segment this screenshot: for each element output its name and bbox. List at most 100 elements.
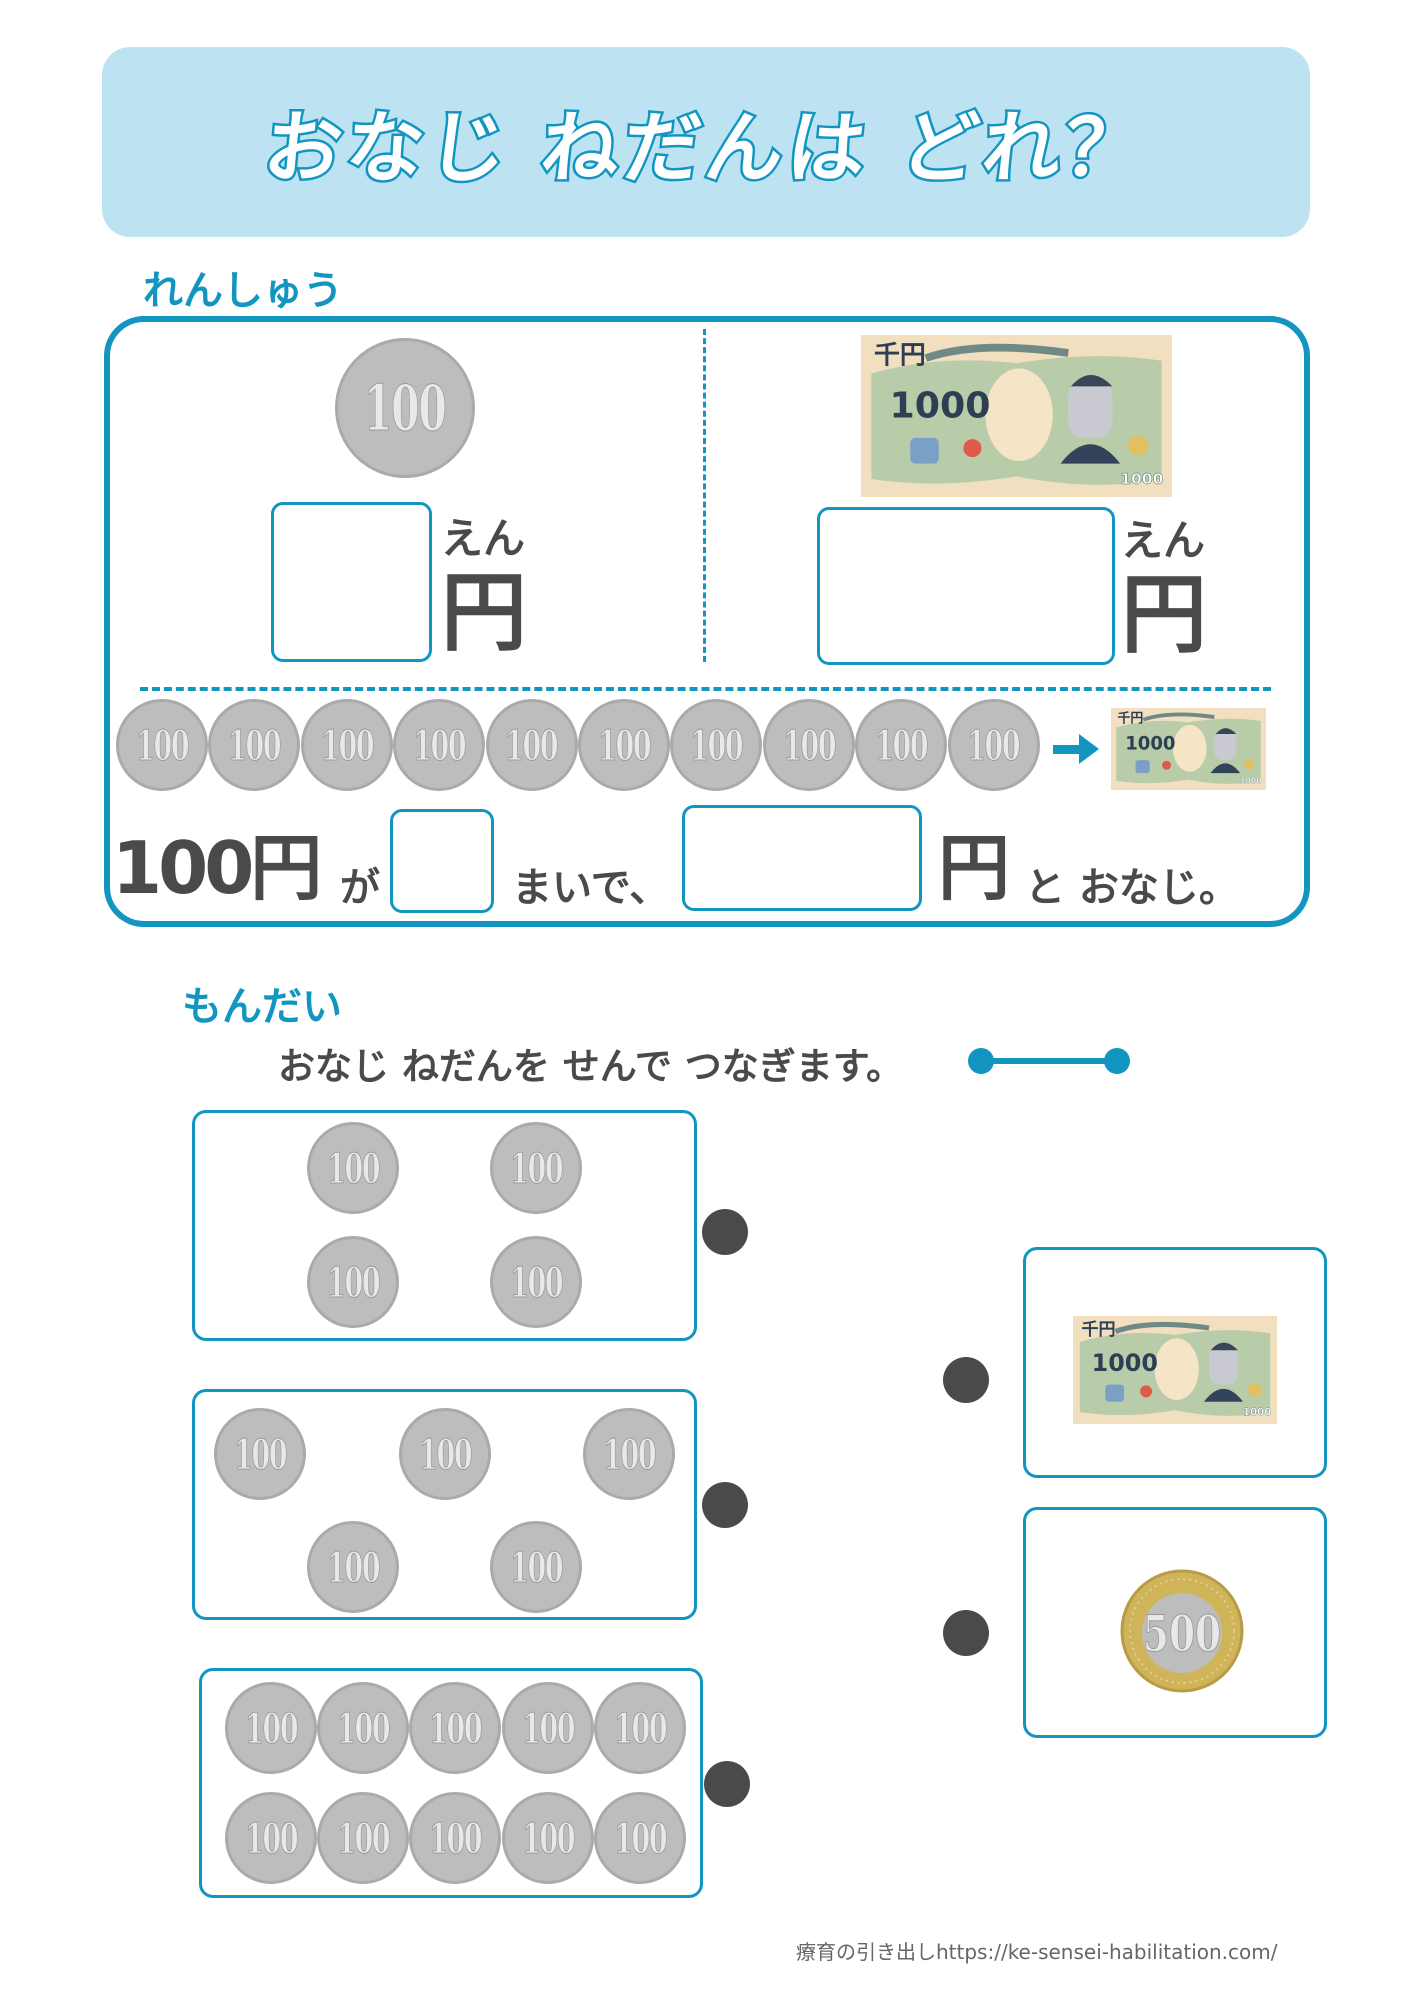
coin-100-icon: 100 <box>855 699 948 791</box>
coin-100-icon: 100 <box>490 1122 582 1214</box>
sentence-ga: が <box>340 865 380 911</box>
bill-value-label: 1000 <box>1125 734 1175 755</box>
coin-100-icon: 100 <box>409 1792 501 1884</box>
coin-100-label: 100 <box>521 1703 576 1753</box>
bill-kanji-label: 千円 <box>1082 1320 1116 1340</box>
coin-100-icon: 100 <box>335 338 475 478</box>
coin-100-icon: 100 <box>317 1792 409 1884</box>
yen-label: 円 <box>441 563 527 663</box>
coin-100-label: 100 <box>418 1429 473 1479</box>
coin-100-icon: 100 <box>300 699 393 791</box>
coin-100-icon: 100 <box>317 1682 409 1774</box>
coin-100-icon: 100 <box>307 1521 399 1613</box>
connect-dot-left-1[interactable] <box>702 1209 748 1255</box>
coin-100-icon: 100 <box>670 699 763 791</box>
coin-100-label: 100 <box>326 1542 381 1592</box>
coin-100-label: 100 <box>320 720 374 770</box>
connect-dot-left-3[interactable] <box>704 1761 750 1807</box>
coin-100-icon: 100 <box>307 1122 399 1214</box>
connect-dot-right-2[interactable] <box>943 1610 989 1656</box>
coin-100-label: 100 <box>597 720 652 770</box>
bill-kanji-label: 千円 <box>874 340 926 370</box>
coin-100-label: 100 <box>428 1703 483 1753</box>
divider-horizontal <box>140 687 1271 691</box>
arrow-right-icon <box>1053 734 1099 764</box>
coin-100-icon: 100 <box>485 699 578 791</box>
coin-100-label: 100 <box>364 371 448 446</box>
coin-100-label: 100 <box>244 1813 299 1863</box>
coin-100-icon: 100 <box>208 699 301 791</box>
coin-100-label: 100 <box>613 1703 668 1753</box>
en-reading: えん <box>1121 516 1206 565</box>
coin-100-label: 100 <box>413 720 467 770</box>
coin-100-icon: 100 <box>399 1408 491 1500</box>
en-reading: えん <box>441 514 526 563</box>
coin-100-icon: 100 <box>502 1682 594 1774</box>
answer-box-coin[interactable] <box>271 502 432 662</box>
choice-card-400 <box>192 1110 697 1341</box>
coin-100-label: 100 <box>336 1813 391 1863</box>
practice-heading: れんしゅう <box>143 268 343 314</box>
coin-100-icon: 100 <box>594 1792 686 1884</box>
bill-1000-icon: 千円 1000 1000 <box>1073 1316 1277 1424</box>
instruction-text: おなじ ねだんを せんで つなぎます。 <box>278 1045 904 1088</box>
choice-card-500 <box>192 1389 697 1620</box>
coin-100-icon: 100 <box>116 699 208 791</box>
coin-100-icon: 100 <box>393 699 486 791</box>
coin-100-icon: 100 <box>583 1408 675 1500</box>
coin-100-icon: 100 <box>502 1792 594 1884</box>
coin-100-icon: 100 <box>490 1236 582 1328</box>
sentence-maide: まいで、 <box>512 865 670 911</box>
sentence-amount: 100円 <box>112 826 322 910</box>
target-card-1000-bill <box>1023 1247 1327 1478</box>
coin-100-label: 100 <box>135 720 190 770</box>
coin-100-icon: 100 <box>762 699 855 791</box>
yen-label: 円 <box>1121 565 1207 665</box>
coin-100-label: 100 <box>521 1813 576 1863</box>
target-card-500-coin <box>1023 1507 1327 1738</box>
coin-100-label: 100 <box>690 720 744 770</box>
divider-vertical <box>703 329 706 662</box>
coin-100-label: 100 <box>233 1429 288 1479</box>
coin-100-icon: 100 <box>578 699 670 791</box>
coin-100-icon: 100 <box>409 1682 501 1774</box>
coin-100-label: 100 <box>505 720 559 770</box>
answer-box-bill[interactable] <box>817 507 1115 665</box>
coin-100-label: 100 <box>782 720 836 770</box>
coin-100-icon: 100 <box>307 1236 399 1328</box>
coin-100-label: 100 <box>244 1703 299 1753</box>
coin-100-icon: 100 <box>594 1682 686 1774</box>
bill-kanji-label: 千円 <box>1117 710 1143 726</box>
coin-100-label: 100 <box>336 1703 391 1753</box>
bill-1000-icon: 千円 1000 1000 <box>1111 708 1266 790</box>
bill-value-small: 1000 <box>1240 776 1262 785</box>
sentence-to-onaji: と おなじ。 <box>1025 865 1239 911</box>
problem-heading: もんだい <box>182 984 342 1030</box>
coin-100-icon: 100 <box>225 1682 317 1774</box>
coin-100-label: 100 <box>428 1813 483 1863</box>
connect-dot-right-1[interactable] <box>943 1357 989 1403</box>
title-banner: おなじ ねだんは どれ？ <box>102 47 1310 237</box>
coin-500-label: 500 <box>1143 1606 1221 1664</box>
coin-100-icon: 100 <box>214 1408 306 1500</box>
bill-value-small: 1000 <box>1243 1406 1271 1418</box>
page-title: おなじ ねだんは どれ？ <box>257 102 1154 197</box>
connect-dot-left-2[interactable] <box>702 1482 748 1528</box>
coin-100-label: 100 <box>509 1257 564 1307</box>
coin-100-icon: 100 <box>225 1792 317 1884</box>
coin-100-label: 100 <box>326 1143 381 1193</box>
answer-box-count[interactable] <box>390 809 494 913</box>
footer-credit: 療育の引き出しhttps://ke-sensei-habilitation.co… <box>796 1940 1278 1964</box>
coin-100-icon: 100 <box>947 699 1040 791</box>
answer-box-total[interactable] <box>682 805 922 911</box>
coin-500-icon: 500 <box>1120 1569 1244 1693</box>
coin-100-label: 100 <box>509 1143 564 1193</box>
coin-100-label: 100 <box>509 1542 564 1592</box>
coin-100-label: 100 <box>613 1813 668 1863</box>
bill-value-label: 1000 <box>1092 1349 1158 1377</box>
coin-100-label: 100 <box>326 1257 381 1307</box>
coin-100-label: 100 <box>228 720 282 770</box>
bill-value-small: 1000 <box>1120 470 1163 488</box>
coin-100-icon: 100 <box>490 1521 582 1613</box>
